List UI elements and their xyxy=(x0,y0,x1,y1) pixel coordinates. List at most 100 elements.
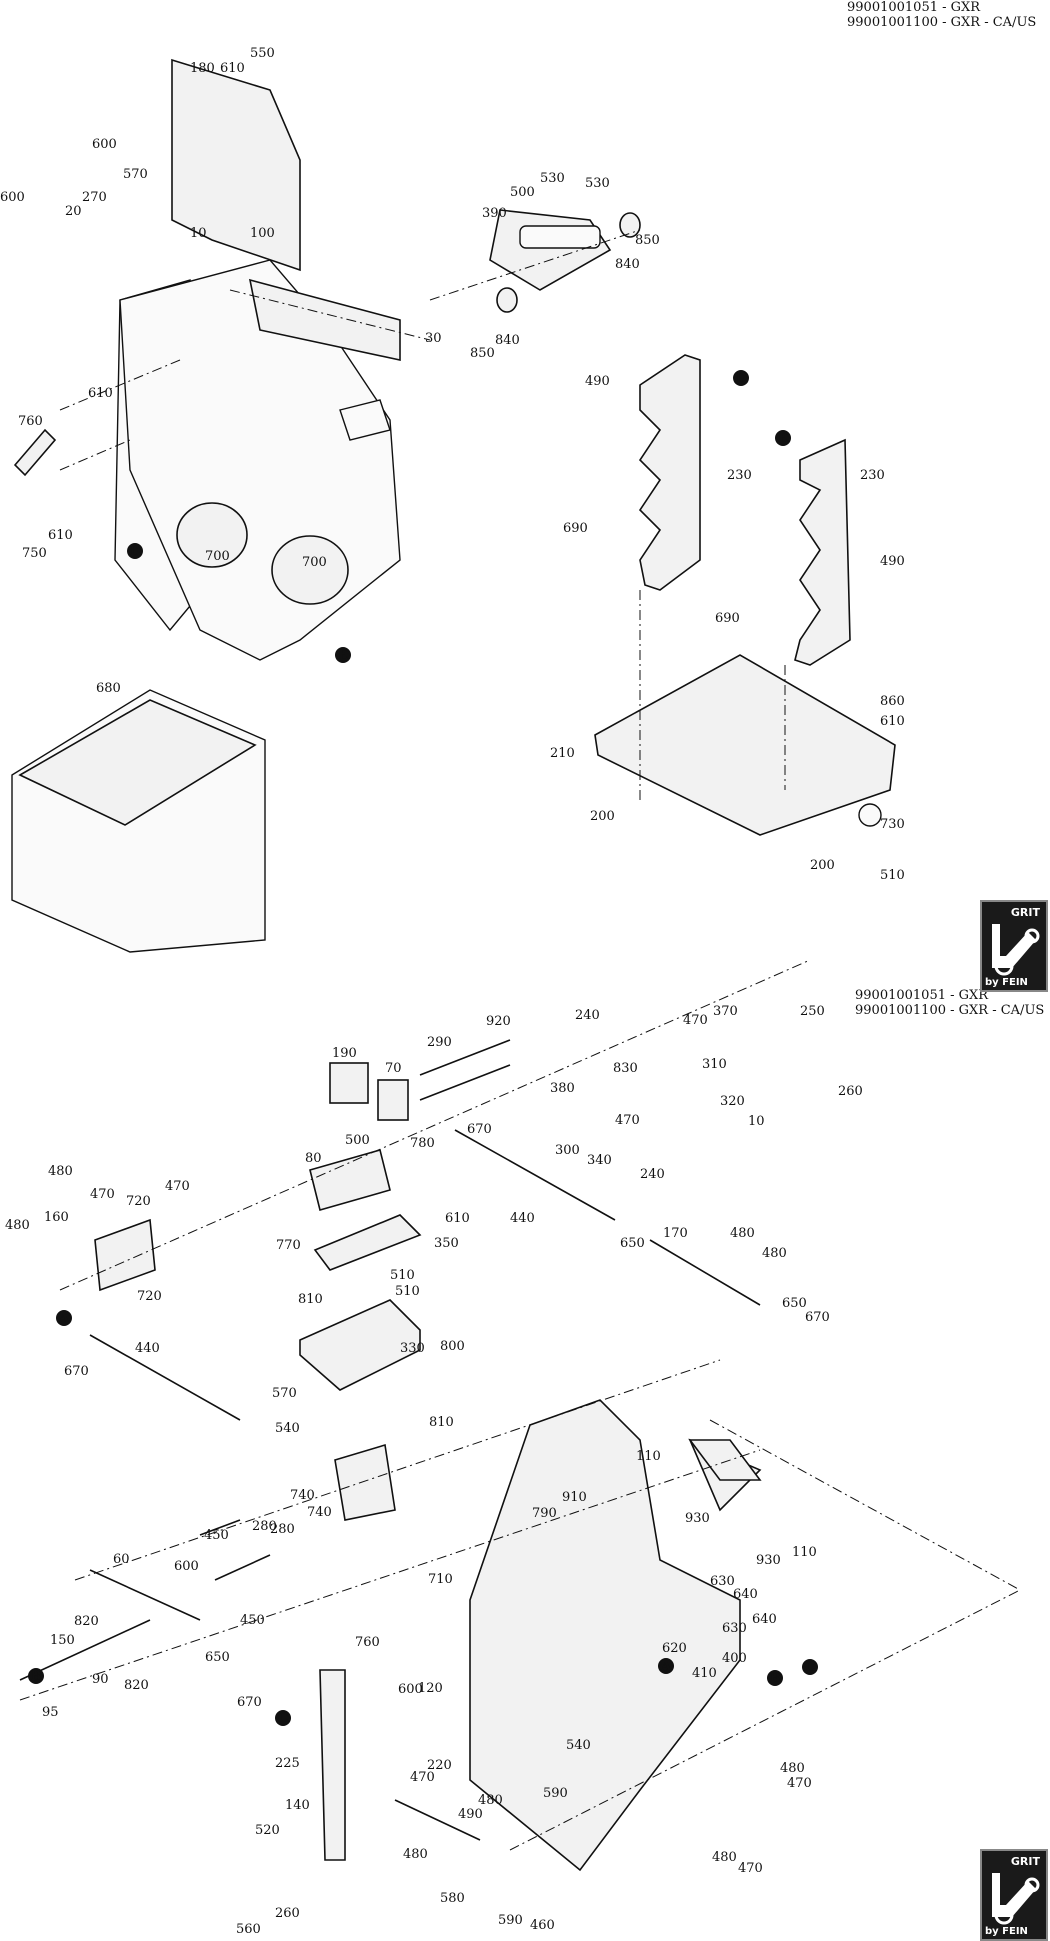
assembly-line xyxy=(59,439,131,471)
bin-680 xyxy=(11,689,266,953)
plate-350 xyxy=(313,1214,422,1271)
part-number-label: 750 xyxy=(22,546,47,561)
stand-leg-230-left xyxy=(638,354,701,591)
stand-leg-230-right xyxy=(794,438,851,666)
part-number-label: 850 xyxy=(635,233,660,248)
bin-opening xyxy=(18,699,257,826)
part-number-label: 540 xyxy=(566,1738,591,1753)
part-number-label: 590 xyxy=(543,1786,568,1801)
part-number-label: 610 xyxy=(220,61,245,76)
part-number-label: 110 xyxy=(792,1545,817,1560)
base-plate-210 xyxy=(594,654,896,836)
callout-letter: B xyxy=(770,1671,781,1686)
part-number-label: 250 xyxy=(800,1004,825,1019)
part-number-label: 530 xyxy=(540,171,565,186)
part-number-label: 600 xyxy=(92,137,117,152)
header-model-numbers-top: 99001001051 - GXR 99001001100 - GXR - CA… xyxy=(847,0,1036,30)
callout-marker xyxy=(335,647,351,663)
part-number-label: 700 xyxy=(205,549,230,564)
part-number-label: 225 xyxy=(275,1756,300,1771)
rod-290 xyxy=(419,1039,511,1076)
part-number-label: 95 xyxy=(42,1705,59,1720)
part-number-label: 350 xyxy=(434,1236,459,1251)
part-number-label: 310 xyxy=(702,1057,727,1072)
part-number-label: 650 xyxy=(620,1236,645,1251)
part-number-label: 470 xyxy=(738,1861,763,1876)
pin-450 xyxy=(214,1554,271,1581)
part-number-label: 610 xyxy=(88,386,113,401)
part-number-label: 110 xyxy=(636,1449,661,1464)
tube-170 xyxy=(649,1239,761,1306)
part-number-label: 760 xyxy=(355,1635,380,1650)
block-50 xyxy=(334,1443,396,1521)
part-number-label: 920 xyxy=(486,1014,511,1029)
part-number-label: 150 xyxy=(50,1633,75,1648)
part-number-label: 670 xyxy=(805,1310,830,1325)
part-number-label: 260 xyxy=(838,1084,863,1099)
part-number-label: 680 xyxy=(96,681,121,696)
callout-letter: E xyxy=(778,431,788,446)
callout-marker xyxy=(658,1658,674,1674)
part-number-label: 480 xyxy=(403,1847,428,1862)
part-number-label: 500 xyxy=(345,1133,370,1148)
part-number-label: 10 xyxy=(190,226,207,241)
part-number-label: 520 xyxy=(255,1823,280,1838)
model-line: 99001001100 - GXR - CA/US xyxy=(855,1003,1045,1018)
part-number-label: 60 xyxy=(113,1552,130,1567)
part-number-label: 470 xyxy=(90,1187,115,1202)
part-number-label: 470 xyxy=(410,1770,435,1785)
part-number-label: 20 xyxy=(65,204,82,219)
part-number-label: 610 xyxy=(445,1211,470,1226)
part-number-label: 490 xyxy=(880,554,905,569)
callout-marker xyxy=(802,1659,818,1675)
part-number-label: 70 xyxy=(385,1061,402,1076)
stand-assembly xyxy=(594,354,896,836)
part-number-label: 480 xyxy=(712,1850,737,1865)
part-number-label: 180 xyxy=(190,61,215,76)
part-number-label: 820 xyxy=(124,1678,149,1693)
bracket-160 xyxy=(94,1218,156,1292)
part-number-label: 300 xyxy=(555,1143,580,1158)
part-number-label: 390 xyxy=(482,206,507,221)
callout-letter: D xyxy=(735,371,746,386)
part-number-label: 810 xyxy=(429,1415,454,1430)
part-number-label: 720 xyxy=(126,1194,151,1209)
part-number-label: 820 xyxy=(74,1614,99,1629)
part-number-label: 760 xyxy=(18,414,43,429)
callout-letter: D xyxy=(129,544,140,559)
logo-sub: by FEIN xyxy=(985,1926,1028,1937)
part-number-label: 530 xyxy=(585,176,610,191)
pulley-700 xyxy=(176,502,248,568)
part-number-label: 540 xyxy=(275,1421,300,1436)
block-70 xyxy=(377,1079,409,1121)
belt-grinder-icon xyxy=(992,924,1040,976)
caster-wheel-730 xyxy=(858,803,882,827)
part-number-label: 800 xyxy=(440,1339,465,1354)
part-number-label: 580 xyxy=(440,1891,465,1906)
part-number-label: 340 xyxy=(587,1153,612,1168)
part-number-label: 440 xyxy=(510,1211,535,1226)
roller-bracket-390 xyxy=(489,209,612,291)
part-number-label: 470 xyxy=(615,1113,640,1128)
part-number-label: 90 xyxy=(92,1672,109,1687)
cover-190 xyxy=(329,1062,369,1104)
part-number-label: 720 xyxy=(137,1289,162,1304)
part-number-label: 490 xyxy=(585,374,610,389)
part-number-label: 270 xyxy=(82,190,107,205)
part-number-label: 610 xyxy=(880,714,905,729)
part-number-label: 10 xyxy=(748,1114,765,1129)
part-number-label: 80 xyxy=(305,1151,322,1166)
part-number-label: 470 xyxy=(683,1013,708,1028)
part-number-label: 910 xyxy=(562,1490,587,1505)
part-number-label: 550 xyxy=(250,46,275,61)
part-number-label: 570 xyxy=(123,167,148,182)
hose-760 xyxy=(13,428,57,477)
part-number-label: 210 xyxy=(550,746,575,761)
part-number-label: 620 xyxy=(662,1641,687,1656)
part-number-label: 480 xyxy=(5,1218,30,1233)
assembly-line xyxy=(59,359,181,411)
assembly-line xyxy=(709,1419,1021,1591)
part-number-label: 170 xyxy=(663,1226,688,1241)
part-number-label: 670 xyxy=(467,1122,492,1137)
part-number-label: 480 xyxy=(478,1793,503,1808)
